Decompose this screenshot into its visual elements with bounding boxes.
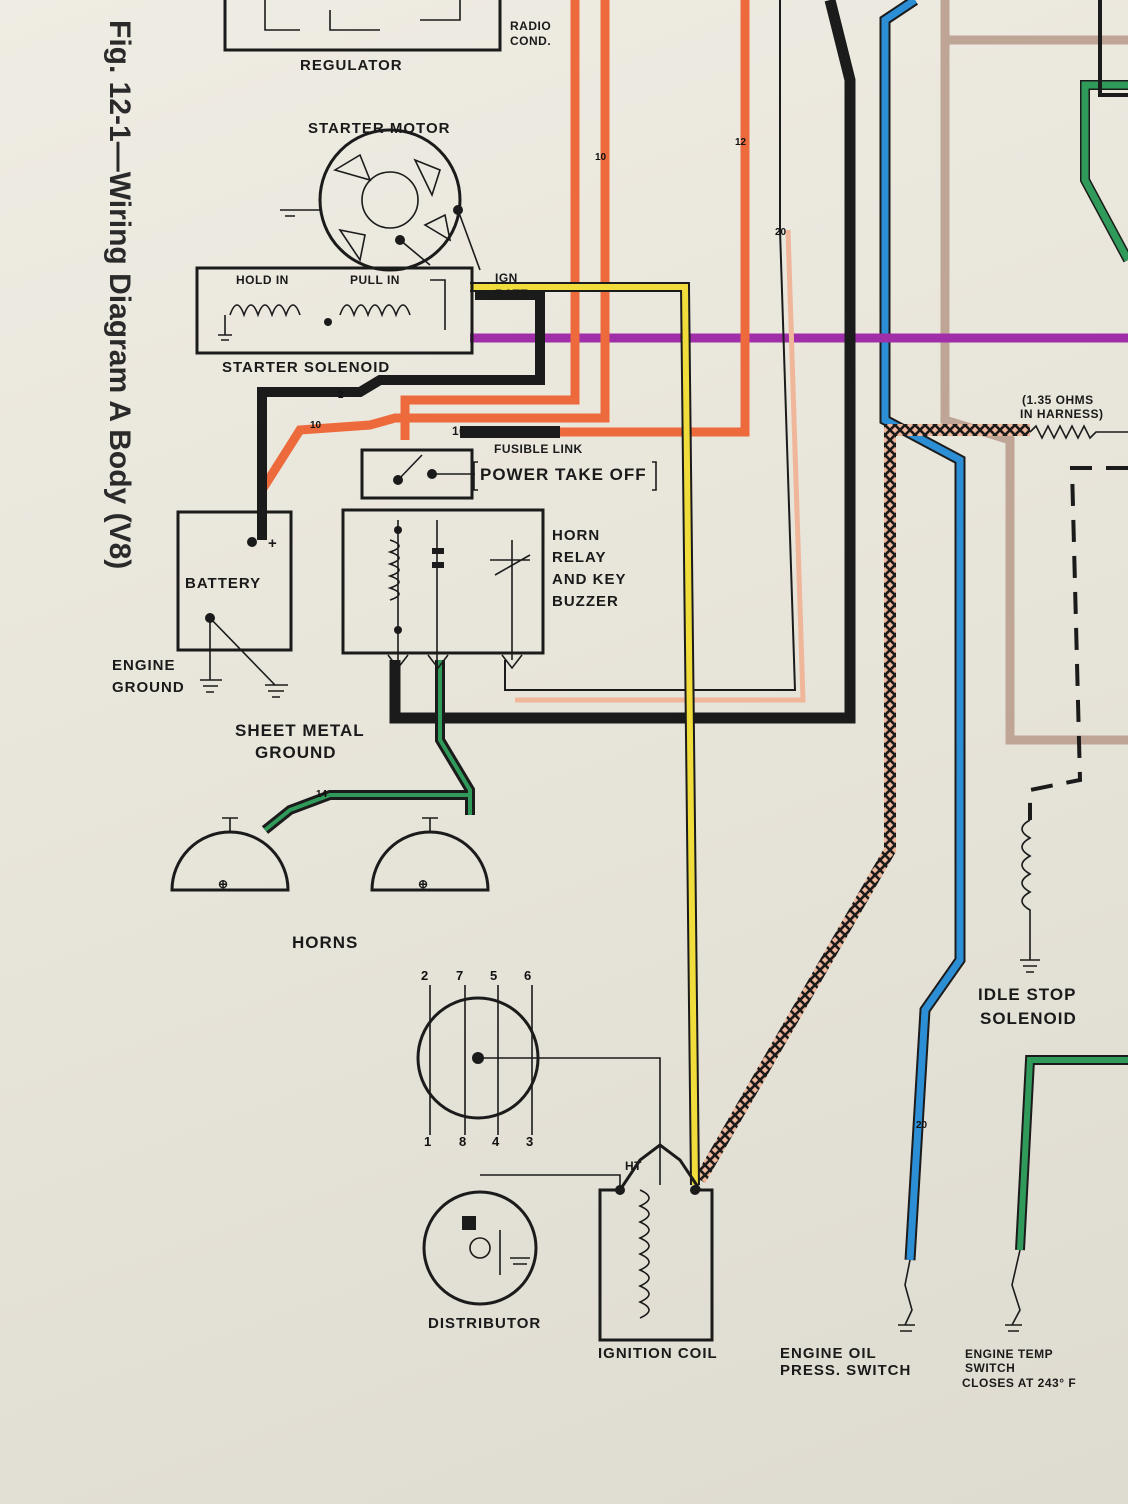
wire-black-battery <box>257 290 545 540</box>
svg-text:SWITCH: SWITCH <box>965 1361 1015 1375</box>
harness-resistor <box>1029 424 1128 440</box>
svg-text:GROUND: GROUND <box>255 743 337 762</box>
regulator-label: REGULATOR <box>300 57 403 74</box>
svg-text:ENGINE: ENGINE <box>112 657 176 674</box>
svg-text:⊕: ⊕ <box>218 877 229 891</box>
distributor: DISTRIBUTOR <box>422 1174 621 1332</box>
svg-text:6: 6 <box>524 968 531 983</box>
svg-text:10: 10 <box>310 420 322 431</box>
svg-text:1: 1 <box>424 1134 431 1149</box>
starter-motor: STARTER MOTOR <box>280 120 481 272</box>
power-take-off-label: POWER TAKE OFF <box>480 465 647 484</box>
distributor-label: DISTRIBUTOR <box>428 1315 541 1332</box>
starter-motor-label: STARTER MOTOR <box>308 120 450 137</box>
regulator: REGULATOR RADIO COND. <box>223 0 551 74</box>
svg-text:SOLENOID: SOLENOID <box>980 1009 1077 1028</box>
starter-solenoid: HOLD IN PULL IN STARTER SOLENOID IGN BAT… <box>195 266 528 376</box>
wire-green-lower <box>1015 1055 1128 1251</box>
svg-text:IN HARNESS): IN HARNESS) <box>1020 407 1104 421</box>
svg-text:2: 2 <box>421 968 428 983</box>
wire-black-topright <box>1098 0 1128 97</box>
svg-text:HT: HT <box>625 1159 642 1173</box>
svg-text:BUZZER: BUZZER <box>552 593 619 610</box>
svg-text:IDLE STOP: IDLE STOP <box>978 985 1076 1004</box>
svg-text:(1.35 OHMS: (1.35 OHMS <box>1022 393 1094 407</box>
battery: BATTERY + ENGINE GROUND SHEET METAL GROU… <box>112 510 365 762</box>
svg-text:8: 8 <box>459 1134 466 1149</box>
svg-text:RELAY: RELAY <box>552 549 606 566</box>
svg-text:ENGINE OIL: ENGINE OIL <box>780 1345 877 1362</box>
svg-text:BATT: BATT <box>495 287 528 301</box>
battery-label: BATTERY <box>185 575 261 592</box>
wire-black-main <box>389 0 856 724</box>
svg-text:16: 16 <box>452 424 466 438</box>
wire-orange-12 <box>257 0 610 540</box>
starter-solenoid-label: STARTER SOLENOID <box>222 359 390 376</box>
temp-switch: ENGINE TEMP SWITCH CLOSES AT 243° F <box>962 1249 1076 1390</box>
svg-text:10: 10 <box>595 152 607 163</box>
svg-text:RADIO: RADIO <box>510 19 551 33</box>
svg-text:IGN: IGN <box>495 271 518 285</box>
idle-stop-solenoid: IDLE STOP SOLENOID <box>978 819 1077 1028</box>
fusible-link: FUSIBLE LINK 16 POWER TAKE OFF <box>360 424 657 500</box>
ignition-coil-label: IGNITION COIL <box>598 1345 718 1362</box>
svg-text:7: 7 <box>456 968 463 983</box>
svg-text:HORN: HORN <box>552 527 600 544</box>
svg-text:AND KEY: AND KEY <box>552 571 627 588</box>
horn-relay: HORN RELAY AND KEY BUZZER <box>341 508 627 670</box>
diagram-title: Fig. 12-1—Wiring Diagram A Body (V8) <box>103 20 136 569</box>
svg-text:12: 12 <box>735 137 747 148</box>
wire-orange-10 <box>560 0 750 437</box>
svg-text:4: 4 <box>492 1134 500 1149</box>
horns-label: HORNS <box>292 933 358 952</box>
svg-text:20: 20 <box>775 227 787 238</box>
svg-text:20: 20 <box>916 1120 928 1131</box>
ignition-coil: HT IGNITION COIL <box>598 1143 718 1362</box>
svg-text:⊕: ⊕ <box>418 877 429 891</box>
svg-text:ENGINE TEMP: ENGINE TEMP <box>965 1347 1053 1361</box>
distributor-cap: 2 7 5 6 1 8 4 3 <box>416 968 661 1185</box>
oil-pressure-switch: ENGINE OIL PRESS. SWITCH <box>780 1259 915 1379</box>
svg-text:SHEET METAL: SHEET METAL <box>235 721 365 740</box>
svg-text:FUSIBLE LINK: FUSIBLE LINK <box>494 442 583 456</box>
wire-dashed-idle <box>1028 466 1128 820</box>
wire-tan <box>940 0 1128 745</box>
svg-text:5: 5 <box>490 968 497 983</box>
svg-text:+: + <box>268 535 278 552</box>
svg-text:3: 3 <box>526 1134 533 1149</box>
wire-checker <box>694 424 1030 1183</box>
wire-green-upper <box>1080 80 1128 263</box>
svg-text:14: 14 <box>316 789 328 800</box>
svg-text:COND.: COND. <box>510 34 551 48</box>
svg-text:CLOSES AT 243° F: CLOSES AT 243° F <box>962 1376 1076 1390</box>
svg-text:GROUND: GROUND <box>112 679 185 696</box>
horns: ⊕ ⊕ HORNS <box>170 817 490 952</box>
svg-text:HOLD IN: HOLD IN <box>236 273 289 287</box>
svg-text:PRESS. SWITCH: PRESS. SWITCH <box>780 1362 911 1379</box>
svg-text:PULL IN: PULL IN <box>350 273 400 287</box>
wire-orange-16 <box>400 0 580 440</box>
svg-text:2: 2 <box>338 390 344 401</box>
